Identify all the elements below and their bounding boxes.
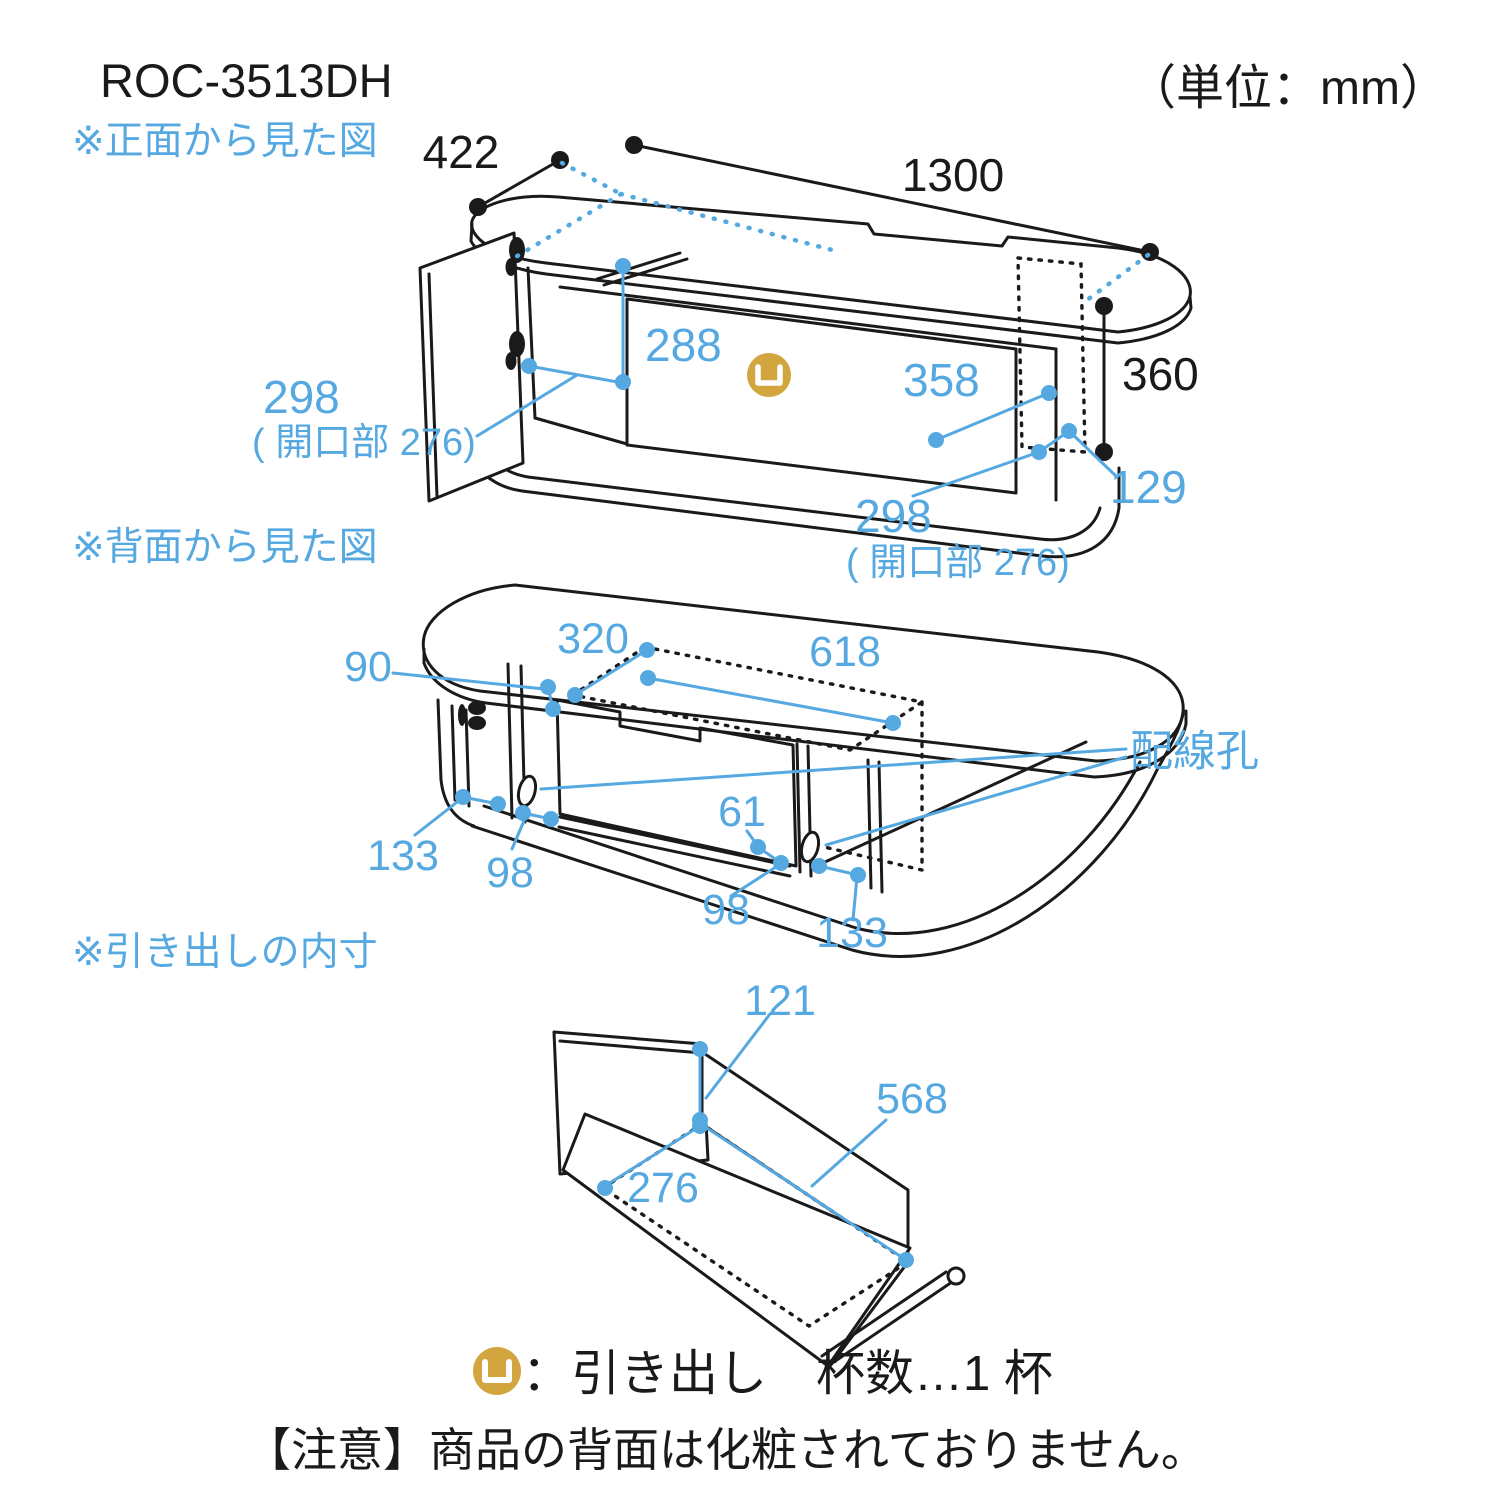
drawer-view-dimensions: 121 568 276: [597, 977, 948, 1268]
drawer-icon-legend: [473, 1347, 521, 1395]
dim-back-top-inset: 320: [557, 615, 629, 663]
dim-drawer-inner-height: 121: [744, 977, 816, 1025]
dim-front-left-opening: 298: [263, 371, 340, 423]
front-view-drawing: [418, 194, 1193, 559]
front-view-dimensions: 422 1300 360 288 358 298 ( 開口部 276) 298 …: [252, 126, 1199, 584]
legend-text: ：引き出し 杯数…1 杯: [522, 1347, 1053, 1401]
dim-front-width: 1300: [902, 149, 1004, 201]
caution-note: 【注意】商品の背面は化粧されておりません。: [245, 1424, 1207, 1476]
drawer-icon: [747, 353, 791, 397]
dim-front-bottom-opening: 298: [855, 490, 932, 542]
wire-hole-icon: [516, 774, 821, 864]
dim-front-left-opening-sub: ( 開口部 276): [252, 422, 476, 464]
back-view-dimensions: 320 618 90 配線孔 133 98 61 98 133: [344, 615, 1259, 957]
dim-back-side-inset: 90: [344, 643, 392, 691]
front-view-label: ※正面から見た図: [72, 120, 378, 163]
dim-back-bottom-left-inner: 98: [486, 849, 534, 897]
dim-front-inner-height: 288: [645, 319, 722, 371]
drawer-view-label: ※引き出しの内寸: [72, 931, 378, 974]
dim-back-bottom-right-outer: 133: [816, 909, 888, 957]
hinge-icon: [505, 237, 525, 370]
drawer-view-drawing: [552, 1030, 966, 1368]
legend: ：引き出し 杯数…1 杯: [473, 1347, 1053, 1401]
dim-back-bottom-center: 61: [718, 788, 766, 836]
page-title: ROC-3513DH: [100, 54, 393, 107]
dim-front-depth: 422: [423, 126, 500, 178]
dim-front-height: 360: [1122, 348, 1199, 400]
hinge-icon-back: [458, 701, 486, 730]
dim-back-top-width: 618: [809, 628, 881, 676]
unit-note: （単位：mm）: [1128, 62, 1448, 115]
dim-drawer-inner-depth: 568: [876, 1075, 948, 1123]
dim-drawer-inner-width: 276: [627, 1164, 699, 1212]
dim-back-bottom-right-inner: 98: [702, 886, 750, 934]
dim-back-bottom-left-outer: 133: [367, 832, 439, 880]
dim-front-bottom-opening-sub: ( 開口部 276): [846, 542, 1070, 584]
dim-front-right-inner: 358: [903, 354, 980, 406]
dim-front-right-offset: 129: [1110, 461, 1187, 513]
wire-hole-label: 配線孔: [1130, 728, 1259, 776]
back-view-label: ※背面から見た図: [72, 526, 378, 569]
